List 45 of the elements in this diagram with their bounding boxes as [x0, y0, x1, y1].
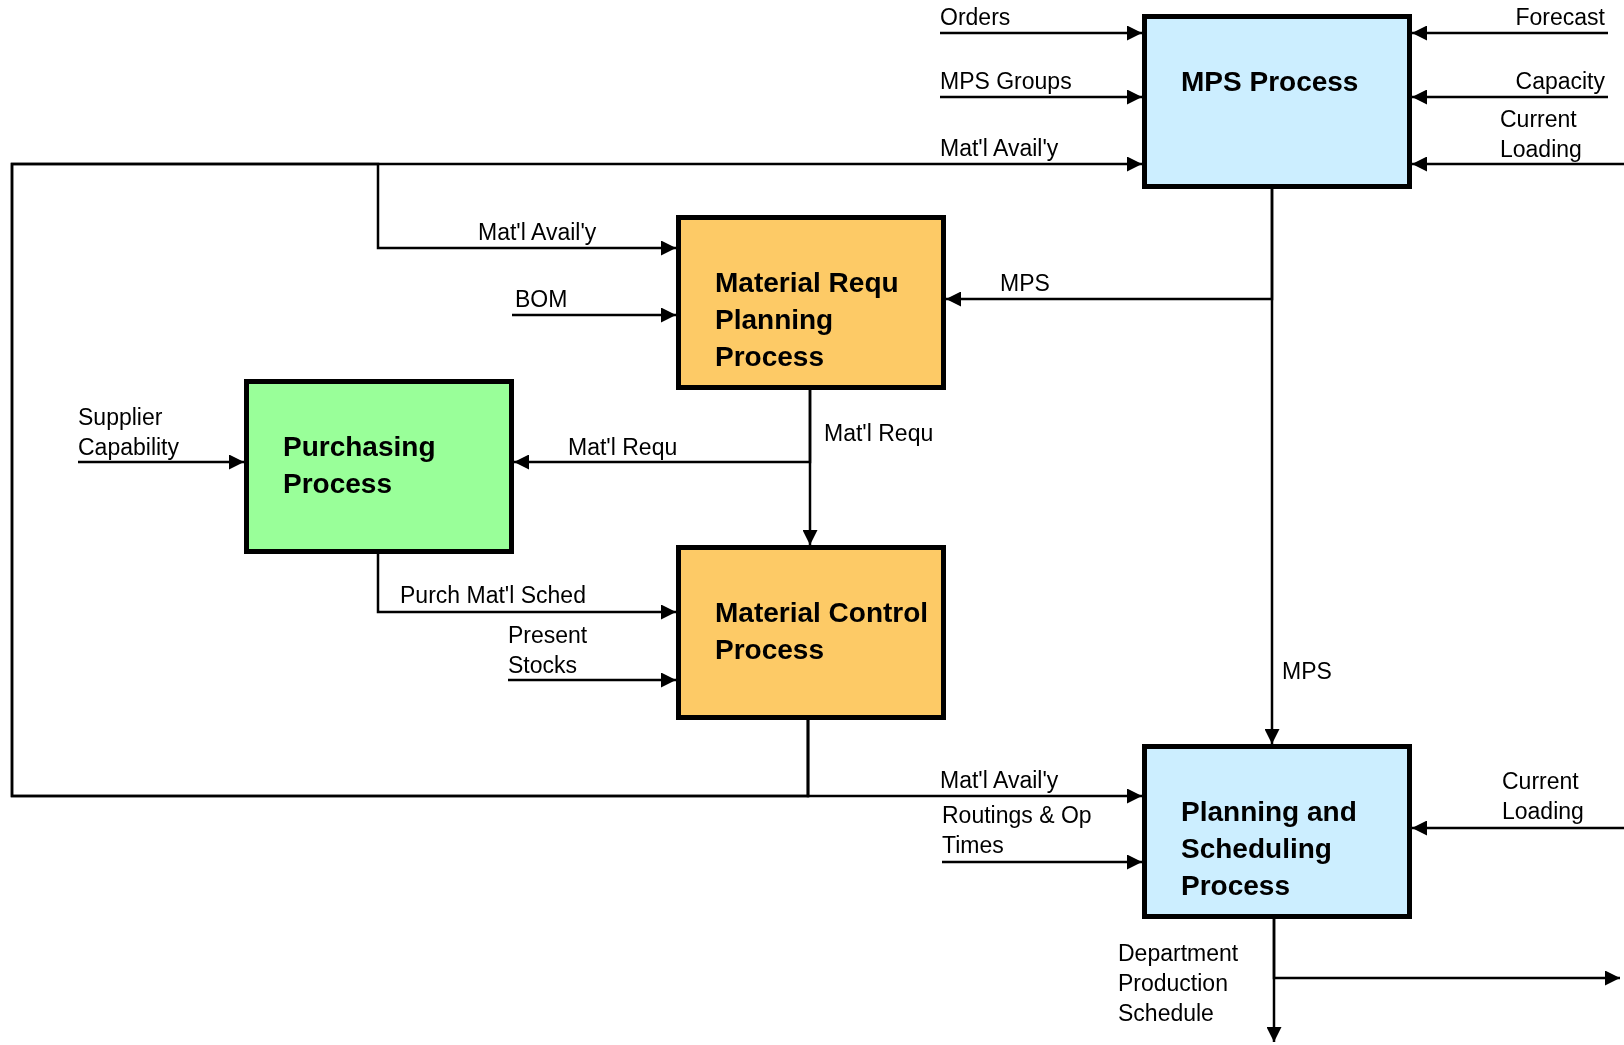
edge-label: Mat'l Requ: [824, 419, 934, 448]
process-box: [676, 545, 946, 720]
edge-label: Mat'l Requ: [568, 433, 679, 462]
edge-label: MPS Groups: [940, 67, 1073, 96]
arrow: [1412, 25, 1608, 41]
arrow: [1266, 919, 1282, 1042]
edge-label: MPS: [1000, 269, 1051, 298]
arrow: [1412, 89, 1608, 105]
edge-label: Department Production Schedule: [1118, 939, 1240, 1028]
edge-label: MPS: [1282, 657, 1333, 686]
process-title: Material Control Process: [715, 596, 930, 667]
edge-label: Present Stocks: [508, 621, 589, 680]
arrow: [512, 307, 676, 323]
arrow: [10, 162, 810, 798]
arrow: [940, 89, 1142, 105]
arrow: [1264, 189, 1280, 744]
arrow: [508, 672, 676, 688]
arrow: [940, 25, 1142, 41]
edge-label: BOM: [515, 285, 569, 314]
edge-label: Current Loading: [1500, 105, 1583, 164]
edge-label: Supplier Capability: [78, 403, 180, 462]
process-title: MPS Process: [1181, 65, 1360, 99]
edge-label: Mat'l Avail'y: [940, 134, 1060, 163]
process-title: Material Requ Planning Process: [715, 266, 900, 374]
process-title: Purchasing Process: [283, 430, 437, 501]
arrow: [1412, 820, 1624, 836]
arrow: [376, 554, 676, 620]
arrow: [942, 854, 1142, 870]
process-box: [1142, 744, 1412, 919]
edge-label: Purch Mat'l Sched: [400, 581, 587, 610]
edge-label: Orders: [940, 3, 1012, 32]
arrow: [806, 720, 1142, 804]
process-title: Planning and Scheduling Process: [1181, 795, 1358, 903]
arrow: [1412, 156, 1624, 172]
process-box: [1142, 14, 1412, 189]
process-box: [244, 379, 514, 554]
arrow: [78, 454, 244, 470]
edge-label: Capacity: [1514, 67, 1605, 96]
edge-label: Forecast: [1514, 3, 1605, 32]
edge-label: Mat'l Avail'y: [478, 218, 598, 247]
process-box: [676, 215, 946, 390]
edge-label: Mat'l Avail'y: [940, 766, 1060, 795]
edge-label: Current Loading: [1502, 767, 1585, 826]
arrow: [802, 390, 818, 545]
edge-label: Routings & Op Times: [942, 801, 1093, 860]
